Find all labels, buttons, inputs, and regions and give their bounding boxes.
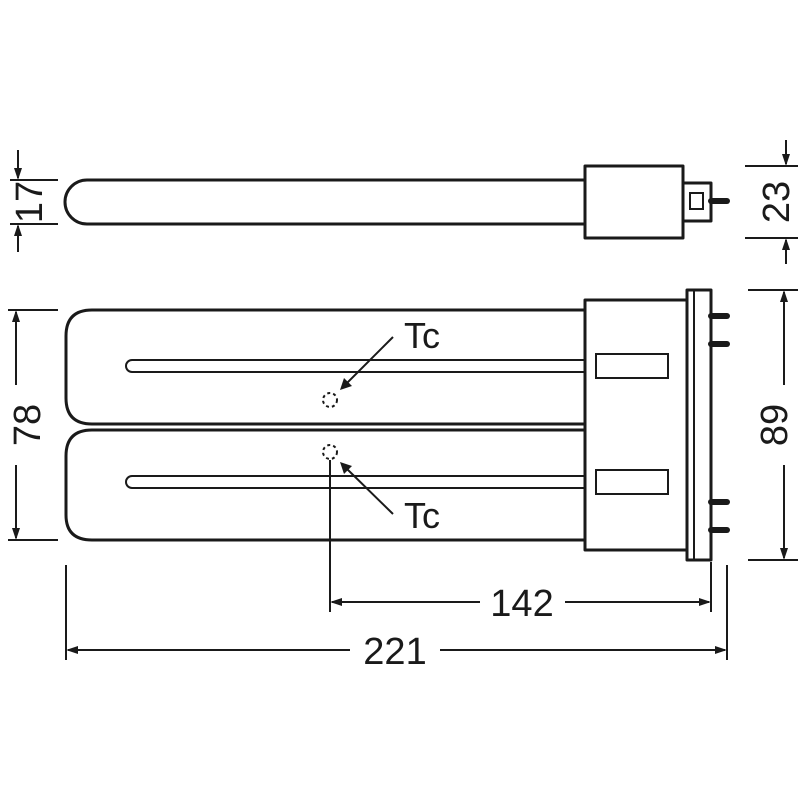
dim-tc-to-end-label: 142 xyxy=(490,583,553,625)
side-view-tube xyxy=(63,178,587,226)
front-view-end-plate xyxy=(685,288,713,562)
dim-base-height-label: 23 xyxy=(756,181,798,223)
front-view xyxy=(64,288,730,562)
front-view-base xyxy=(583,298,689,552)
front-view-lower-tube xyxy=(64,428,587,542)
dim-tc-to-end: 142 xyxy=(329,460,712,625)
tc-point-top xyxy=(322,392,338,408)
dim-overall-length: 221 xyxy=(65,565,728,673)
dim-tube-diameter: 17 xyxy=(9,150,58,252)
tc-label-top: Tc xyxy=(404,315,440,356)
dim-base-height: 23 xyxy=(745,140,798,264)
side-view-key xyxy=(689,192,704,210)
side-view-end-cap xyxy=(681,181,713,223)
tc-markers: Tc Tc xyxy=(322,315,440,536)
dim-lamp-width: 78 xyxy=(7,309,58,541)
front-view-upper-tube xyxy=(64,308,587,426)
tc-point-bottom xyxy=(322,444,338,460)
dim-base-width: 89 xyxy=(748,289,798,561)
dim-tube-diameter-label: 17 xyxy=(9,181,51,223)
front-view-upper-slot xyxy=(125,359,585,373)
side-view xyxy=(63,164,730,240)
front-view-base-window-top xyxy=(595,353,669,379)
tc-label-bottom: Tc xyxy=(404,495,440,536)
dim-base-width-label: 89 xyxy=(754,404,796,446)
front-view-lower-slot xyxy=(125,475,585,489)
side-view-base xyxy=(583,164,685,240)
front-view-base-window-bottom xyxy=(595,469,669,495)
dim-overall-length-label: 221 xyxy=(363,631,426,673)
dim-lamp-width-label: 78 xyxy=(7,404,49,446)
